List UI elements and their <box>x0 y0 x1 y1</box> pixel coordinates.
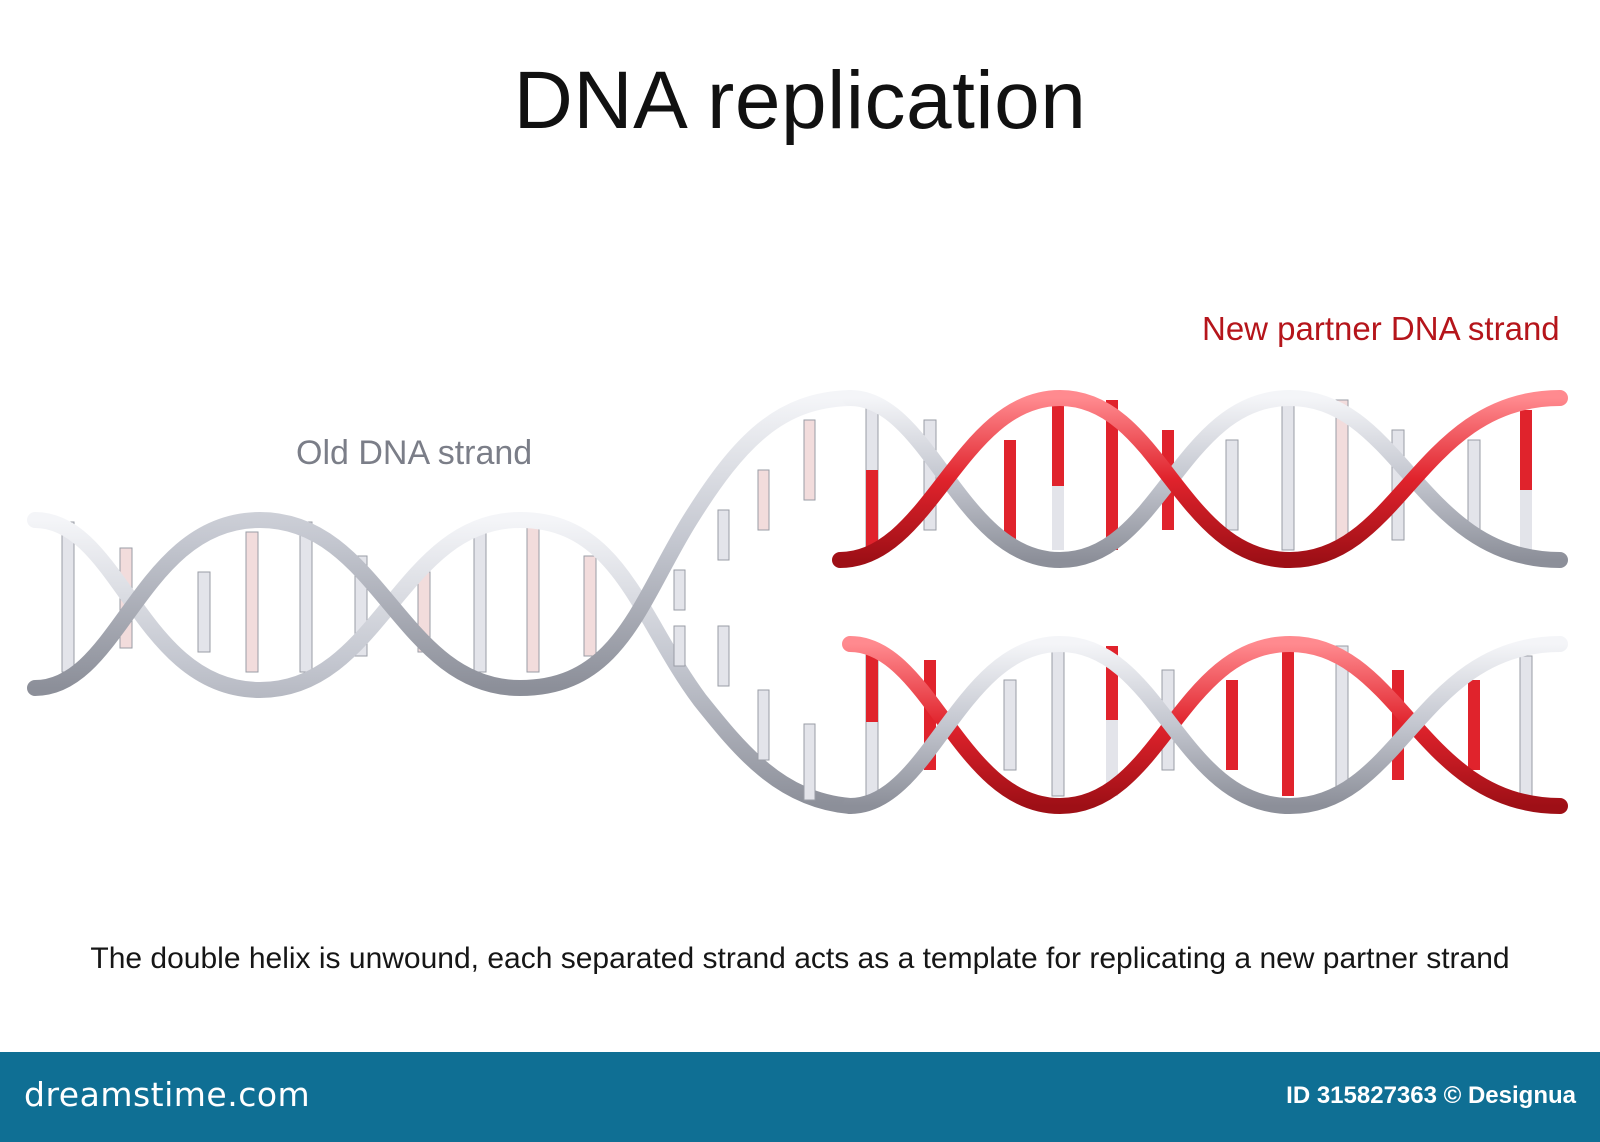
watermark-footer-bar: dreamstime.com ID 315827363 © Designua <box>0 1052 1600 1142</box>
upper-old-template-strand <box>842 389 1568 569</box>
lower-old-template-strand <box>842 635 1568 815</box>
old-helix-strand-a <box>27 511 858 814</box>
diagram-title: DNA replication <box>513 55 1087 146</box>
footer-logo-text: dreamstime.com <box>24 1075 311 1114</box>
diagram-caption: The double helix is unwound, each separa… <box>90 942 1510 975</box>
old-helix-strand-b <box>27 390 858 697</box>
upper-new-partner-strand <box>832 389 1568 569</box>
old-dna-strand-label: Old DNA strand <box>296 434 533 472</box>
upper-daughter-base-pairs <box>865 399 1532 560</box>
upper-daughter-helix <box>832 389 1568 569</box>
lower-daughter-base-pairs <box>865 645 1533 807</box>
old-helix-base-pairs <box>61 521 597 673</box>
footer-credit-text: ID 315827363 © Designua <box>1286 1082 1576 1109</box>
lower-daughter-helix <box>842 635 1568 815</box>
replication-fork-free-bases <box>673 419 816 801</box>
new-partner-strand-label: New partner DNA strand <box>1202 310 1560 347</box>
old-dna-double-helix <box>27 390 858 814</box>
